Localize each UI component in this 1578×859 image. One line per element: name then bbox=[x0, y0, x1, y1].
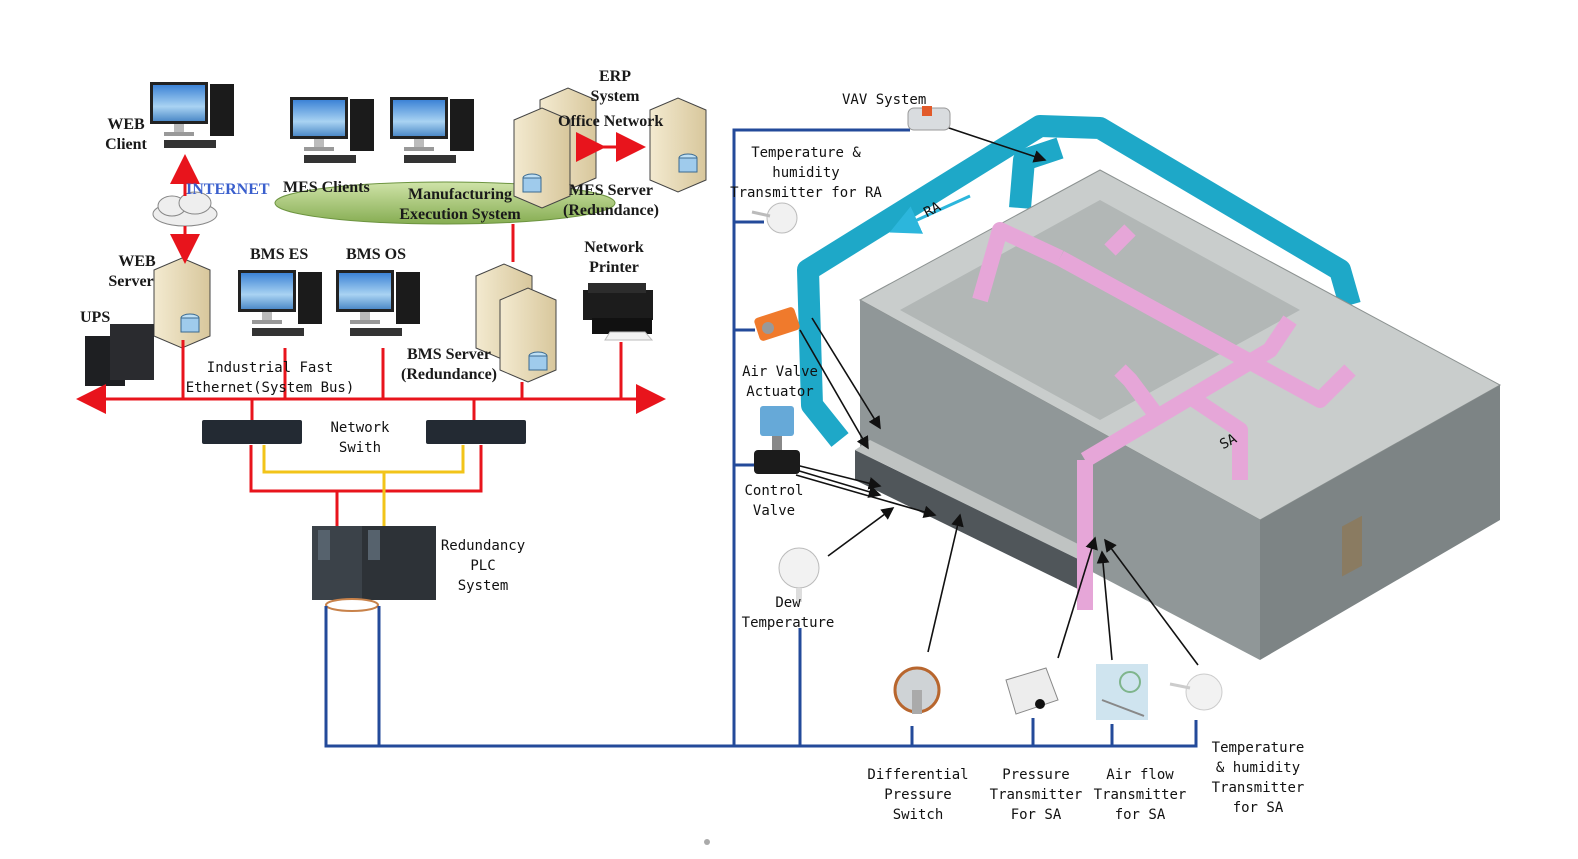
bms-server-icon bbox=[475, 263, 557, 383]
building-model bbox=[855, 169, 1502, 660]
ra-temp-humidity-sensor-icon bbox=[751, 202, 798, 234]
sensor-pointer-arrows bbox=[795, 124, 1199, 666]
redundant-link bbox=[262, 445, 465, 527]
mes-client-computer-icon bbox=[290, 97, 374, 163]
sa-temp-humidity-sensor-icon bbox=[1169, 673, 1223, 711]
vav-box-icon bbox=[907, 106, 951, 131]
network-switch-icon bbox=[202, 420, 302, 444]
label-office-network: Office Network bbox=[558, 113, 664, 130]
dew-temperature-sensor-icon bbox=[778, 547, 820, 602]
label-mes-clients: MES Clients bbox=[283, 179, 370, 196]
network-printer-icon bbox=[583, 283, 654, 341]
pressure-transmitter-icon bbox=[1005, 667, 1059, 715]
stray-mark bbox=[704, 839, 710, 845]
bms-es-computer-icon bbox=[238, 270, 322, 336]
air-flow-transmitter-icon bbox=[1096, 664, 1148, 720]
label-ups: UPS bbox=[80, 309, 111, 326]
label-internet: INTERNET bbox=[186, 181, 270, 198]
web-client-computer-icon bbox=[150, 82, 234, 148]
air-valve-actuator-icon bbox=[754, 307, 800, 341]
label-web-client: WEB Client bbox=[105, 116, 147, 153]
label-bms-server: BMS Server(Redundance) bbox=[400, 346, 497, 383]
plc-icon bbox=[312, 526, 436, 612]
ra-flow-arrow bbox=[889, 194, 971, 234]
erp-server-icon bbox=[513, 87, 597, 209]
bms-os-computer-icon bbox=[336, 270, 420, 336]
ethernet-bus bbox=[76, 154, 666, 527]
label-vav-system: VAV System bbox=[842, 92, 927, 108]
control-valve-icon bbox=[754, 406, 800, 474]
network-switch-icon bbox=[426, 420, 526, 444]
ups-icon bbox=[85, 324, 154, 386]
label-bms-os: BMS OS bbox=[346, 246, 407, 263]
label-mes-server: MES Server(Redundance) bbox=[562, 182, 659, 219]
return-air-duct bbox=[797, 115, 1361, 447]
supply-air-duct bbox=[972, 222, 1356, 610]
label-bms-es: BMS ES bbox=[250, 246, 309, 263]
internet-cloud-icon bbox=[152, 191, 218, 227]
office-server-icon bbox=[649, 97, 707, 193]
differential-pressure-switch-icon bbox=[893, 666, 941, 714]
field-bus bbox=[324, 128, 1198, 748]
mes-client-computer-icon bbox=[390, 97, 474, 163]
